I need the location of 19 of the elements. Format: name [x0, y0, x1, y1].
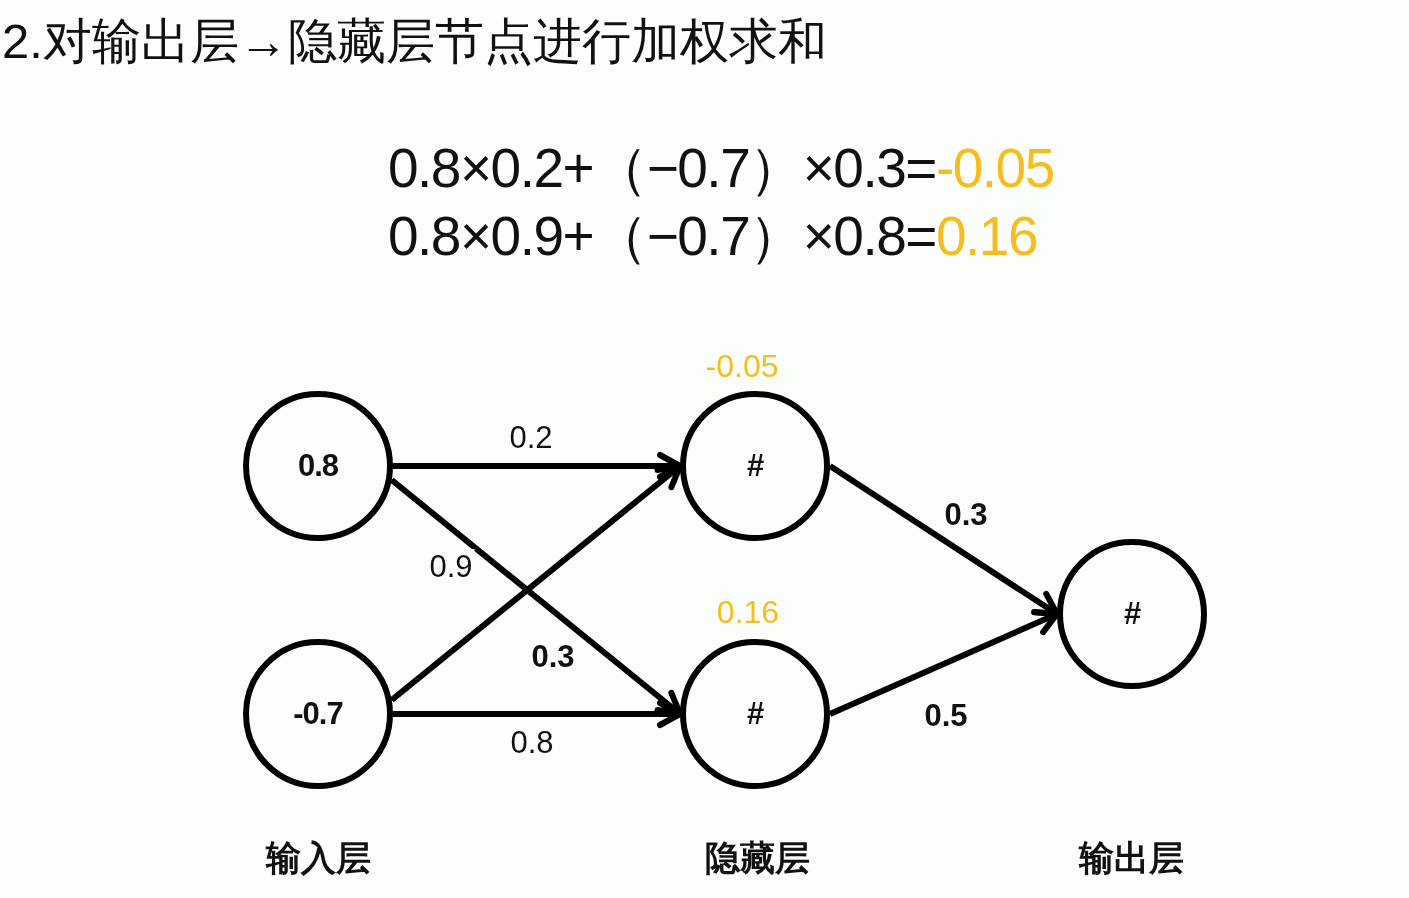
neuron-value: #: [746, 448, 764, 484]
layer-label: 输入层: [265, 838, 371, 878]
sum-value-label: -0.05: [705, 347, 779, 385]
ascending-arrow: [828, 609, 1060, 717]
neuron-value: #: [1123, 596, 1141, 632]
layer-label: 输出层: [1078, 838, 1184, 878]
neuron-value: #: [746, 696, 764, 732]
neuron-value: 0.8: [297, 448, 339, 484]
horizontal-arrow: [393, 700, 683, 728]
formula-result: -0.05: [935, 136, 1054, 200]
neuron-value: -0.7: [293, 696, 343, 732]
sum-value-label: 0.16: [716, 593, 780, 631]
descending-arrow: [828, 463, 1060, 617]
formula-text: 0.8×0.2+（−0.7）×0.3=: [388, 136, 936, 200]
layer-label: 隐藏层: [704, 838, 810, 878]
formula-text: 0.8×0.9+（−0.7）×0.8=: [388, 204, 936, 268]
horizontal-arrow: [393, 452, 683, 480]
formula-result: 0.16: [935, 204, 1037, 268]
slide-title: 2.对输出层→隐藏层节点进行加权求和: [2, 13, 827, 70]
